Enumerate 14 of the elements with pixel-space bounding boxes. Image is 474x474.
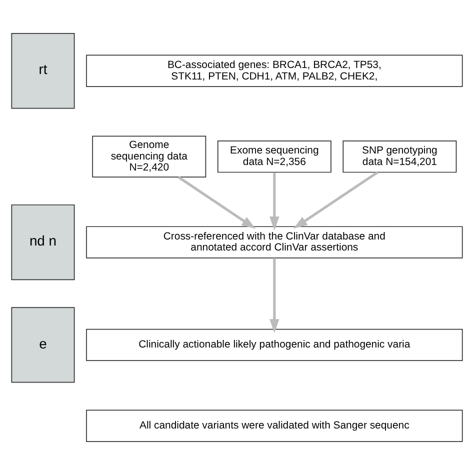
node-box: Cross-referenced with the ClinVar database and annotated accord ClinVar assertions — [86, 226, 463, 258]
node-box: Genome sequencing data N=2,420 — [92, 135, 206, 177]
node-box: All candidate variants were validated with Sanger sequenc — [86, 409, 463, 442]
node-box: Clinically actionable likely pathogenic and pathogenic varia — [86, 328, 463, 361]
node-box: Exome sequencing data N=2,356 — [217, 140, 332, 172]
arrow — [178, 176, 256, 228]
arrow — [270, 172, 280, 230]
arrow — [270, 258, 280, 333]
arrow — [293, 170, 378, 228]
node-box: rt — [11, 32, 75, 108]
node-box: nd n — [11, 204, 75, 280]
node-box: BC-associated genes: BRCA1, BRCA2, TP53, STK11, PTEN, CDH1, ATM, PALB2, CHEK2, — [86, 54, 463, 86]
node-box: SNP genotyping data N=154,201 — [342, 140, 457, 172]
node-box: e — [11, 306, 75, 382]
